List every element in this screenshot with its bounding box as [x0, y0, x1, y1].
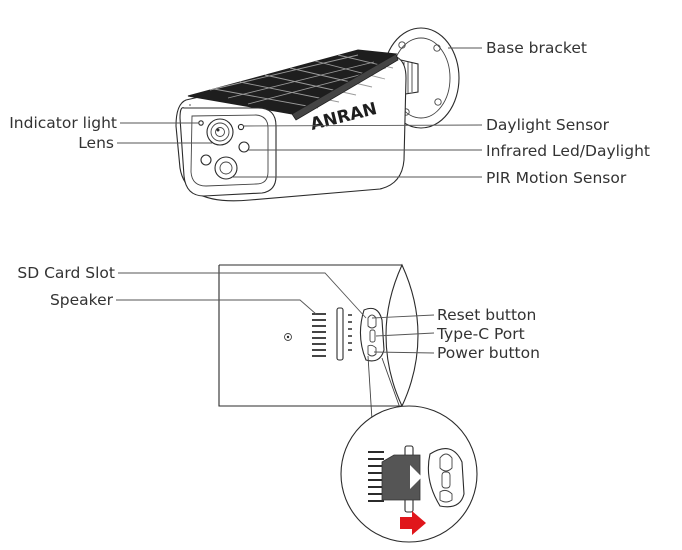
port-housing — [359, 307, 385, 362]
camera-front-face — [179, 107, 277, 197]
infrared-led-left — [200, 154, 212, 166]
play-icon — [410, 465, 422, 489]
screw-icon — [284, 333, 292, 341]
label-speaker: Speaker — [50, 291, 114, 309]
label-pir-sensor: PIR Motion Sensor — [486, 169, 627, 187]
camera-illustration: ANRAN — [175, 27, 460, 202]
label-type-c-port: Type-C Port — [436, 325, 525, 343]
side-leader-lines — [116, 272, 435, 354]
pir-motion-sensor — [214, 156, 238, 180]
label-sd-card-slot: SD Card Slot — [17, 264, 115, 282]
camera-lens — [206, 118, 234, 146]
label-daylight-sensor: Daylight Sensor — [486, 116, 610, 134]
zoom-detail — [340, 405, 478, 543]
label-reset-button: Reset button — [437, 306, 536, 324]
sd-card-slot — [336, 307, 352, 361]
daylight-sensor — [237, 123, 245, 131]
label-power-button: Power button — [437, 344, 540, 362]
label-indicator-light: Indicator light — [9, 114, 117, 132]
solar-panel — [187, 49, 399, 121]
indicator-light — [198, 120, 204, 126]
infrared-led-right — [238, 141, 250, 153]
camera-side-view — [218, 263, 419, 408]
sd-card-icon — [381, 454, 422, 501]
label-infrared-led: Infrared Led/Daylight — [486, 142, 650, 160]
zoom-lines — [367, 355, 401, 421]
label-base-bracket: Base bracket — [486, 39, 587, 57]
label-lens: Lens — [78, 134, 114, 152]
insert-arrow-icon — [400, 511, 426, 535]
camera-leader-lines — [117, 47, 483, 178]
speaker-grille — [312, 313, 326, 357]
